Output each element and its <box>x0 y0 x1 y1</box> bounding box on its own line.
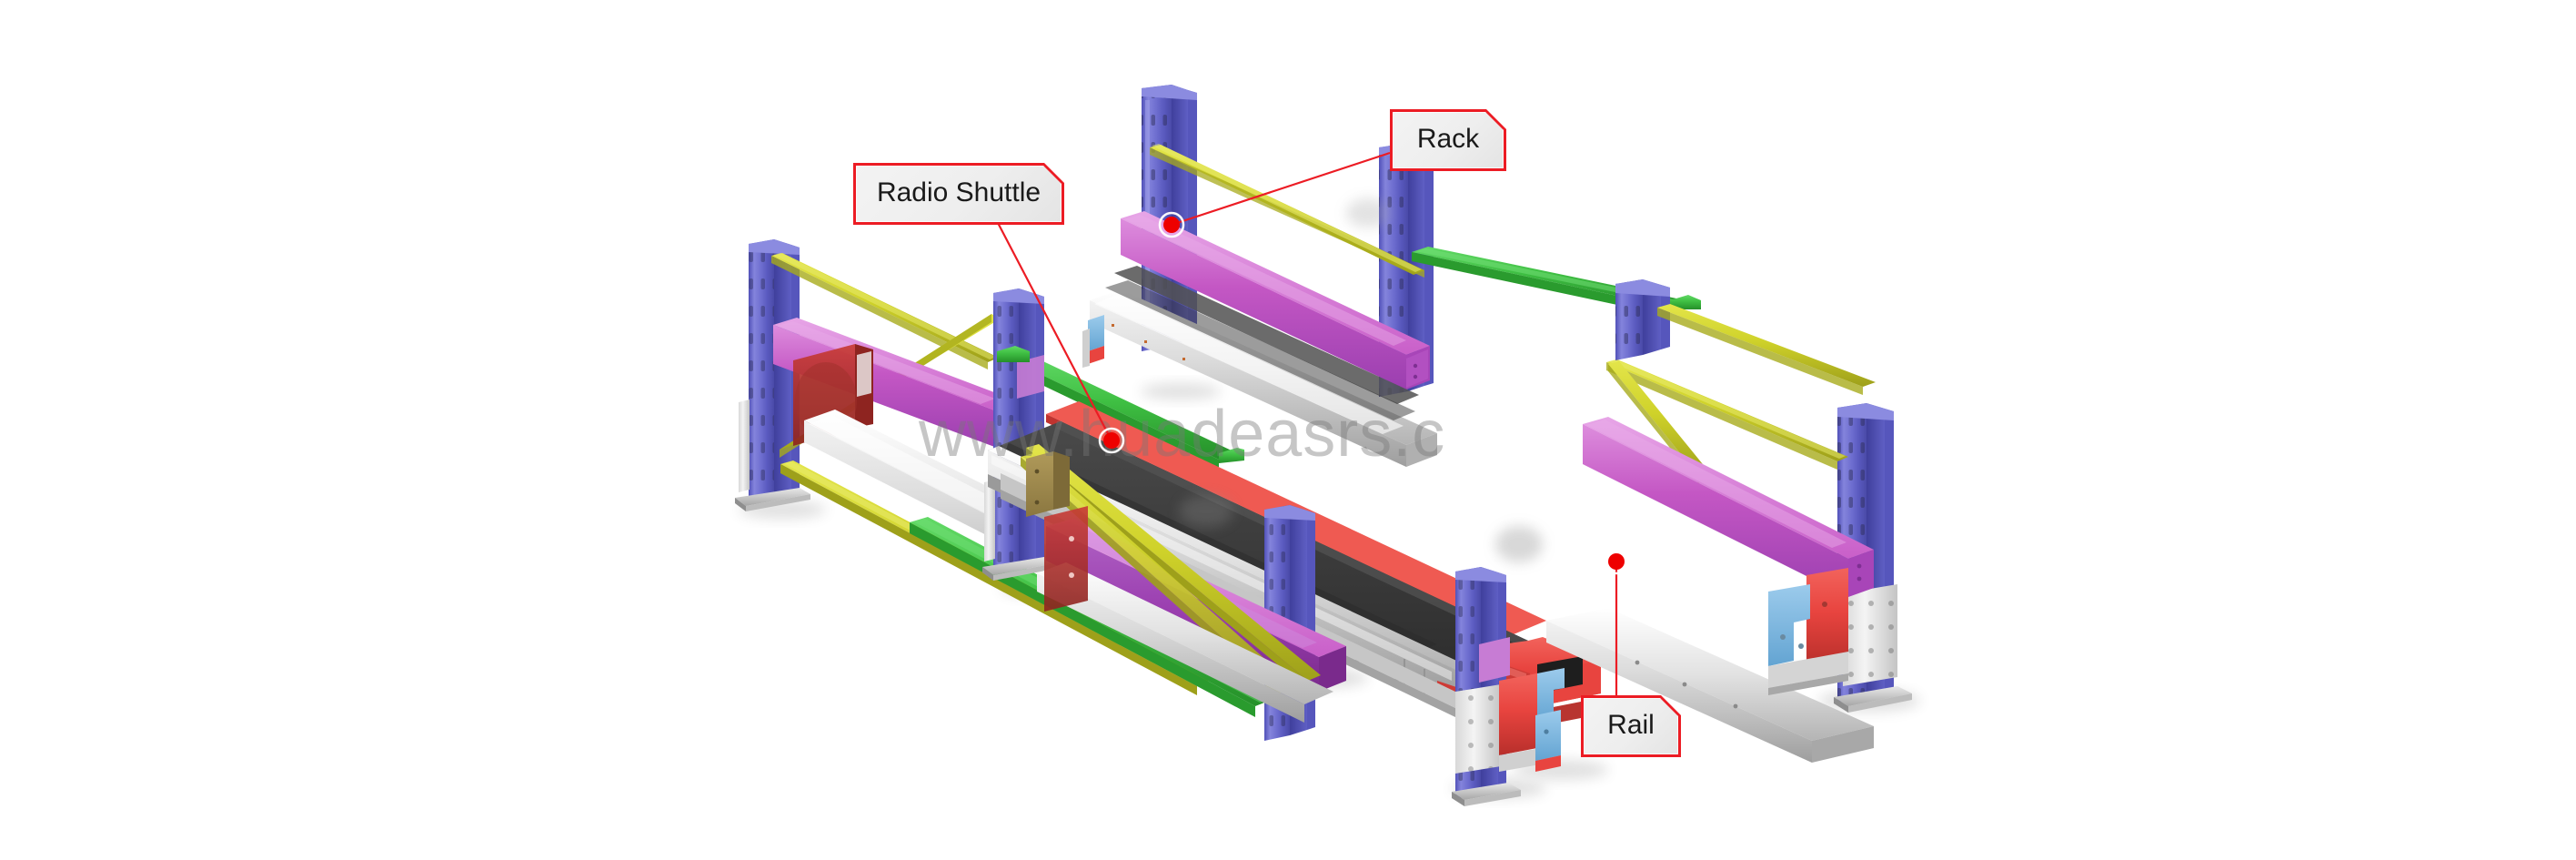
bracket-front-left-red <box>1044 506 1088 612</box>
upright-bottom-far-left <box>1275 627 1301 739</box>
rail-rear-silver <box>1090 289 1437 467</box>
rack-frame-outer-right <box>1615 279 1876 395</box>
upright-outer-right <box>1615 279 1670 360</box>
bracket-front-right <box>1768 568 1848 695</box>
bracket-near-rail-label <box>1535 710 1561 772</box>
rack-frame-front-right <box>1452 295 1912 806</box>
load-beam-front-right-magenta <box>1583 417 1874 597</box>
brace-outer-right <box>1657 304 1876 395</box>
brace-front-left-cross <box>1026 444 1321 690</box>
guide-rail-right-extension <box>1546 608 1874 763</box>
callout-radio-shuttle[interactable]: Radio Shuttle <box>853 163 1059 219</box>
callout-rack[interactable]: Rack <box>1390 109 1501 166</box>
rack-frame-rear <box>1082 85 1681 467</box>
callout-label-radio-shuttle: Radio Shuttle <box>876 177 1041 207</box>
upright-bottom-left-2 <box>1461 571 1486 642</box>
diagonal-brace-far-left <box>771 253 999 369</box>
rack-frame-front-left <box>1021 444 1346 741</box>
beam-green-front-right <box>1670 295 1701 309</box>
rack-frame-bottom-left <box>1026 451 1070 517</box>
callout-rail[interactable]: Rail <box>1581 695 1675 752</box>
beam-green-rear <box>1412 247 1681 315</box>
callout-label-rack: Rack <box>1416 124 1480 154</box>
upright-front-mid <box>1452 567 1565 806</box>
bracket-rear-blue <box>1088 315 1104 351</box>
upright-far-left-back <box>735 239 810 511</box>
leg-bottom-center-b <box>1463 684 1490 794</box>
load-beam-rear-magenta <box>1121 211 1430 390</box>
plate-tan <box>1026 451 1053 517</box>
rail-front-left <box>1037 562 1333 723</box>
beam-green-lower-right <box>1219 448 1244 463</box>
diagonal-brace-front-right <box>1606 359 1848 470</box>
callout-label-rail: Rail <box>1607 710 1655 740</box>
